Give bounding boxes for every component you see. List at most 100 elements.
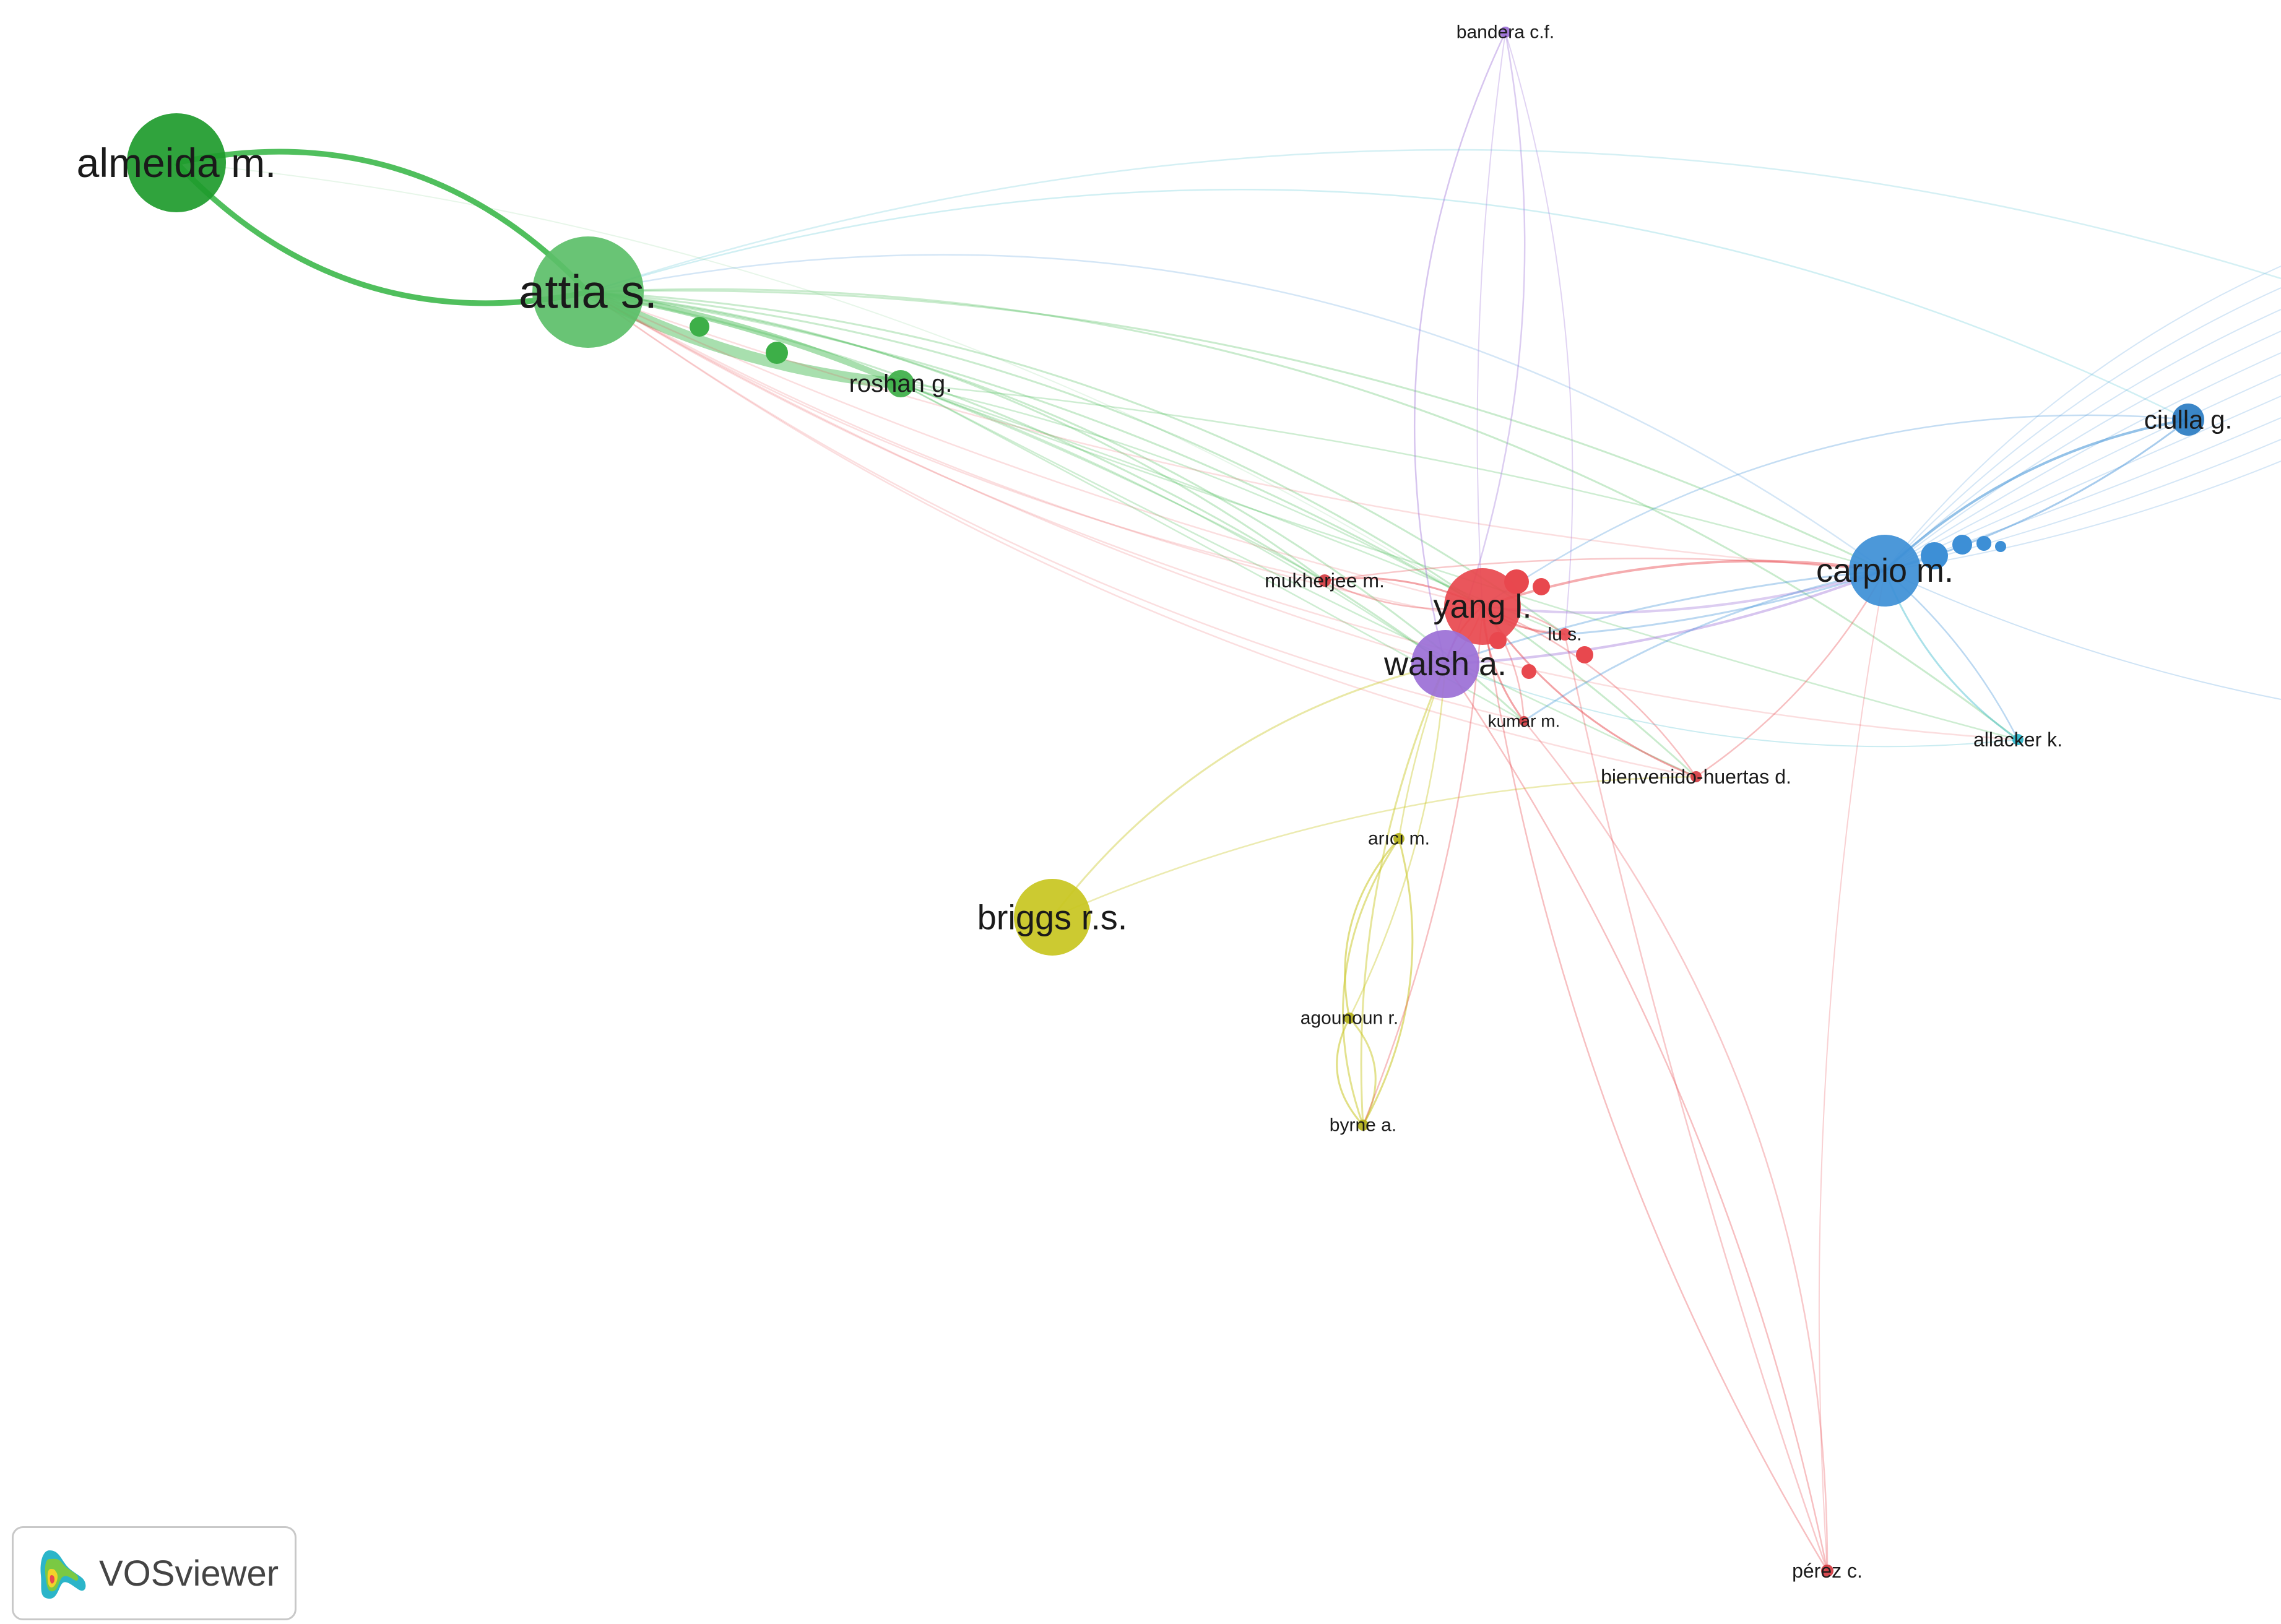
- node-label-byrne[interactable]: byrne a.: [1330, 1115, 1396, 1136]
- edge-attia-yang: [587, 291, 1483, 608]
- edge-lus-carpio: [1564, 569, 1885, 636]
- edge-bandera-walsh: [1413, 32, 1507, 665]
- node-label-almeida[interactable]: almeida m.: [77, 140, 277, 186]
- edge-layer: [174, 32, 2281, 1571]
- edge-roshan-allacker: [900, 382, 2019, 741]
- node-agounoun[interactable]: [1344, 1013, 1355, 1024]
- edge-attia-offscreen: [587, 149, 2281, 293]
- edge-roshan-yang: [900, 382, 1483, 608]
- satellite-red-4[interactable]: [1576, 646, 1593, 663]
- node-label-perez[interactable]: pérez c.: [1792, 1560, 1863, 1582]
- edge-carpio-offscreen: [1884, 374, 2281, 571]
- node-lus[interactable]: [1559, 628, 1571, 641]
- node-byrne[interactable]: [1357, 1120, 1369, 1131]
- node-label-arici[interactable]: arıcı m.: [1368, 829, 1430, 849]
- node-walsh[interactable]: [1411, 630, 1479, 698]
- edge-almeida-attia-lower: [174, 160, 589, 306]
- satellite-blue-4[interactable]: [1995, 541, 2006, 552]
- edge-attia-mukherjee: [587, 291, 1325, 582]
- edge-carpio-offscreen: [1884, 352, 2281, 571]
- edge-carpio-offscreen-low: [1884, 570, 2281, 700]
- edge-perez-walsh: [1444, 663, 1829, 1571]
- edge-carpio-offscreen: [1884, 330, 2281, 571]
- edge-attia-bienvenido: [587, 291, 1697, 778]
- edge-attia-carpio-arc: [587, 254, 1885, 572]
- node-label-mukherjee[interactable]: mukherjee m.: [1265, 569, 1385, 592]
- node-label-briggs[interactable]: briggs r.s.: [977, 898, 1128, 937]
- edge-attia-allacker: [587, 291, 2019, 741]
- node-attia[interactable]: [532, 236, 644, 348]
- node-ciulla[interactable]: [2172, 404, 2204, 436]
- edge-carpio-offscreen: [1884, 287, 2281, 571]
- satellite-blue-3[interactable]: [1976, 536, 1991, 551]
- vosviewer-logo-text: VOSviewer: [99, 1553, 279, 1594]
- node-kumar[interactable]: [1519, 716, 1529, 726]
- edge-roshan-mukherjee: [900, 382, 1325, 582]
- satellite-red-3[interactable]: [1521, 664, 1536, 679]
- node-mukherjee[interactable]: [1318, 574, 1331, 587]
- edge-mukherjee-carpio: [1324, 558, 1885, 582]
- edge-almeida-attia-upper: [176, 149, 591, 295]
- edge-walsh-carpio: [1445, 569, 1885, 665]
- edge-perez-yang: [1481, 606, 1829, 1571]
- node-carpio[interactable]: [1849, 535, 1921, 607]
- node-label-kumar[interactable]: kumar m.: [1488, 712, 1560, 731]
- node-perez[interactable]: [1821, 1565, 1833, 1577]
- node-label-lus[interactable]: lu s.: [1547, 624, 1582, 645]
- edge-attia-allacker: [587, 288, 2019, 741]
- edge-briggs-walsh: [1051, 663, 1446, 918]
- edge-carpio-offscreen: [1884, 266, 2281, 571]
- edge-attia-kumar: [587, 291, 1525, 722]
- edge-agounoun-byrne: [1336, 1017, 1364, 1126]
- satellite-blue-2[interactable]: [1952, 535, 1972, 555]
- edge-walsh-byrne: [1360, 663, 1447, 1126]
- node-allacker[interactable]: [2012, 734, 2023, 745]
- node-arici[interactable]: [1393, 833, 1405, 844]
- edge-yang-ciulla: [1482, 414, 2189, 608]
- edge-roshan-carpio: [900, 382, 1885, 572]
- edge-attia-walsh: [587, 291, 1446, 665]
- edge-walsh-agounoun: [1348, 663, 1447, 1019]
- edge-bandera-yang: [1476, 32, 1506, 607]
- satellite-blue-1[interactable]: [1921, 542, 1948, 569]
- edge-perez-kumar: [1523, 720, 1829, 1571]
- edge-attia-lus: [587, 291, 1565, 636]
- node-briggs[interactable]: [1014, 879, 1091, 956]
- edge-agounoun-byrne-2: [1348, 1017, 1377, 1126]
- edge-almeida-yang: [176, 162, 1483, 607]
- node-label-roshan[interactable]: roshan g.: [849, 370, 953, 397]
- edge-yang-byrne: [1362, 606, 1484, 1126]
- edge-attia-mukherjee: [587, 291, 1325, 582]
- node-label-walsh[interactable]: walsh a.: [1383, 646, 1507, 683]
- edge-walsh-allacker: [1445, 663, 2019, 748]
- node-almeida[interactable]: [127, 113, 226, 212]
- satellite-red-2[interactable]: [1533, 578, 1550, 595]
- satellite-green-2[interactable]: [766, 342, 788, 364]
- node-label-yang[interactable]: yang l.: [1433, 588, 1531, 625]
- node-roshan[interactable]: [887, 370, 914, 397]
- node-label-attia[interactable]: attia s.: [519, 266, 657, 319]
- edge-bandera-lus: [1505, 32, 1573, 635]
- edge-attia-ciulla-arc: [587, 189, 2189, 421]
- edge-briggs-bienvenido: [1052, 775, 1697, 918]
- node-label-bandera[interactable]: bandera c.f.: [1456, 22, 1554, 43]
- node-yang[interactable]: [1444, 568, 1521, 645]
- node-bandera[interactable]: [1500, 27, 1511, 38]
- edge-attia-kumar: [587, 291, 1525, 722]
- satellite-green-1[interactable]: [690, 317, 709, 337]
- node-label-agounoun[interactable]: agounoun r.: [1301, 1008, 1398, 1029]
- node-label-ciulla[interactable]: ciulla g.: [2144, 405, 2232, 434]
- node-bienvenido[interactable]: [1690, 771, 1702, 782]
- node-layer: [127, 27, 2204, 1577]
- node-label-carpio[interactable]: carpio m.: [1816, 552, 1954, 589]
- edge-attia-yang: [587, 291, 1483, 608]
- node-label-allacker[interactable]: allacker k.: [1973, 728, 2062, 751]
- edge-perez-carpio: [1818, 570, 1885, 1571]
- edge-roshan-bienvenido: [900, 382, 1697, 778]
- node-label-bienvenido[interactable]: bienvenido-huertas d.: [1601, 766, 1791, 788]
- label-layer: almeida m. attia s. roshan g. yang l. walsh …: [77, 22, 2233, 1583]
- edge-kumar-carpio: [1523, 569, 1885, 722]
- edge-arici-byrne-2: [1342, 838, 1400, 1126]
